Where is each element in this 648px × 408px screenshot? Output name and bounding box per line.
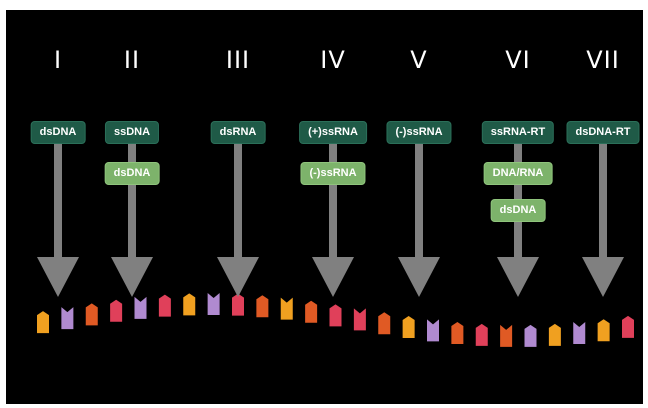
class-numeral: III <box>225 46 251 74</box>
strand-segment <box>427 319 439 342</box>
flow-arrow-shaft-6 <box>514 124 522 257</box>
flow-arrow-shaft-4 <box>329 124 337 257</box>
genome-type-label: ssDNA <box>104 121 160 144</box>
strand-segment <box>207 293 220 316</box>
flow-arrow-head-1 <box>37 257 79 297</box>
genome-type-label: dsDNA <box>490 199 546 222</box>
strand-segment <box>402 316 415 339</box>
strand-segment <box>37 311 49 334</box>
strand-segment <box>597 319 610 342</box>
flow-arrow-shaft-7 <box>599 124 607 257</box>
strand-segment <box>500 324 513 347</box>
strand-segment <box>134 296 147 319</box>
flow-arrow-head-5 <box>398 257 440 297</box>
flow-arrow-head-3 <box>217 257 259 297</box>
class-numeral: I <box>53 46 63 74</box>
class-numeral: VI <box>505 46 531 74</box>
genome-type-label: (-)ssRNA <box>300 162 366 185</box>
strand-segment <box>548 323 561 346</box>
flow-arrow-shaft-3 <box>234 124 242 257</box>
flow-arrow-head-4 <box>312 257 354 297</box>
class-numeral: V <box>410 46 428 74</box>
flow-arrow-shaft-1 <box>54 124 62 257</box>
genome-type-label: dsDNA-RT <box>566 121 640 144</box>
flow-arrow-shaft-2 <box>128 124 136 257</box>
genome-type-label: (+)ssRNA <box>299 121 367 144</box>
genome-type-label: dsDNA <box>30 121 86 144</box>
genome-type-label: dsRNA <box>210 121 266 144</box>
strand-segment <box>280 297 293 320</box>
strand-segment <box>353 308 366 331</box>
nucleic-acid-strand <box>37 293 634 347</box>
genome-type-label: (-)ssRNA <box>386 121 452 144</box>
class-numeral: II <box>123 46 141 74</box>
genome-type-label: dsDNA <box>104 162 160 185</box>
genome-type-label: DNA/RNA <box>483 162 553 185</box>
flow-arrow-head-7 <box>582 257 624 297</box>
strand-segment <box>451 322 464 345</box>
strand-segment <box>61 307 74 330</box>
strand-segment <box>329 304 342 327</box>
class-numeral: VII <box>586 46 620 74</box>
flow-arrow-shaft-5 <box>415 124 423 257</box>
strand-segment <box>475 323 488 346</box>
strand-segment <box>573 321 586 344</box>
flow-arrow-head-2 <box>111 257 153 297</box>
strand-segment <box>183 293 196 316</box>
strand-segment <box>378 312 391 335</box>
strand-segment <box>85 303 98 326</box>
strand-segment <box>622 315 634 338</box>
flow-arrow-head-6 <box>497 257 539 297</box>
strand-segment <box>256 295 269 318</box>
strand-segment <box>110 299 123 322</box>
strand-segment <box>305 300 318 323</box>
strand-segment <box>158 294 171 317</box>
strand-segment <box>232 293 244 316</box>
genome-type-label: ssRNA-RT <box>481 121 555 144</box>
class-numeral: IV <box>320 46 346 74</box>
strand-segment <box>524 324 537 347</box>
